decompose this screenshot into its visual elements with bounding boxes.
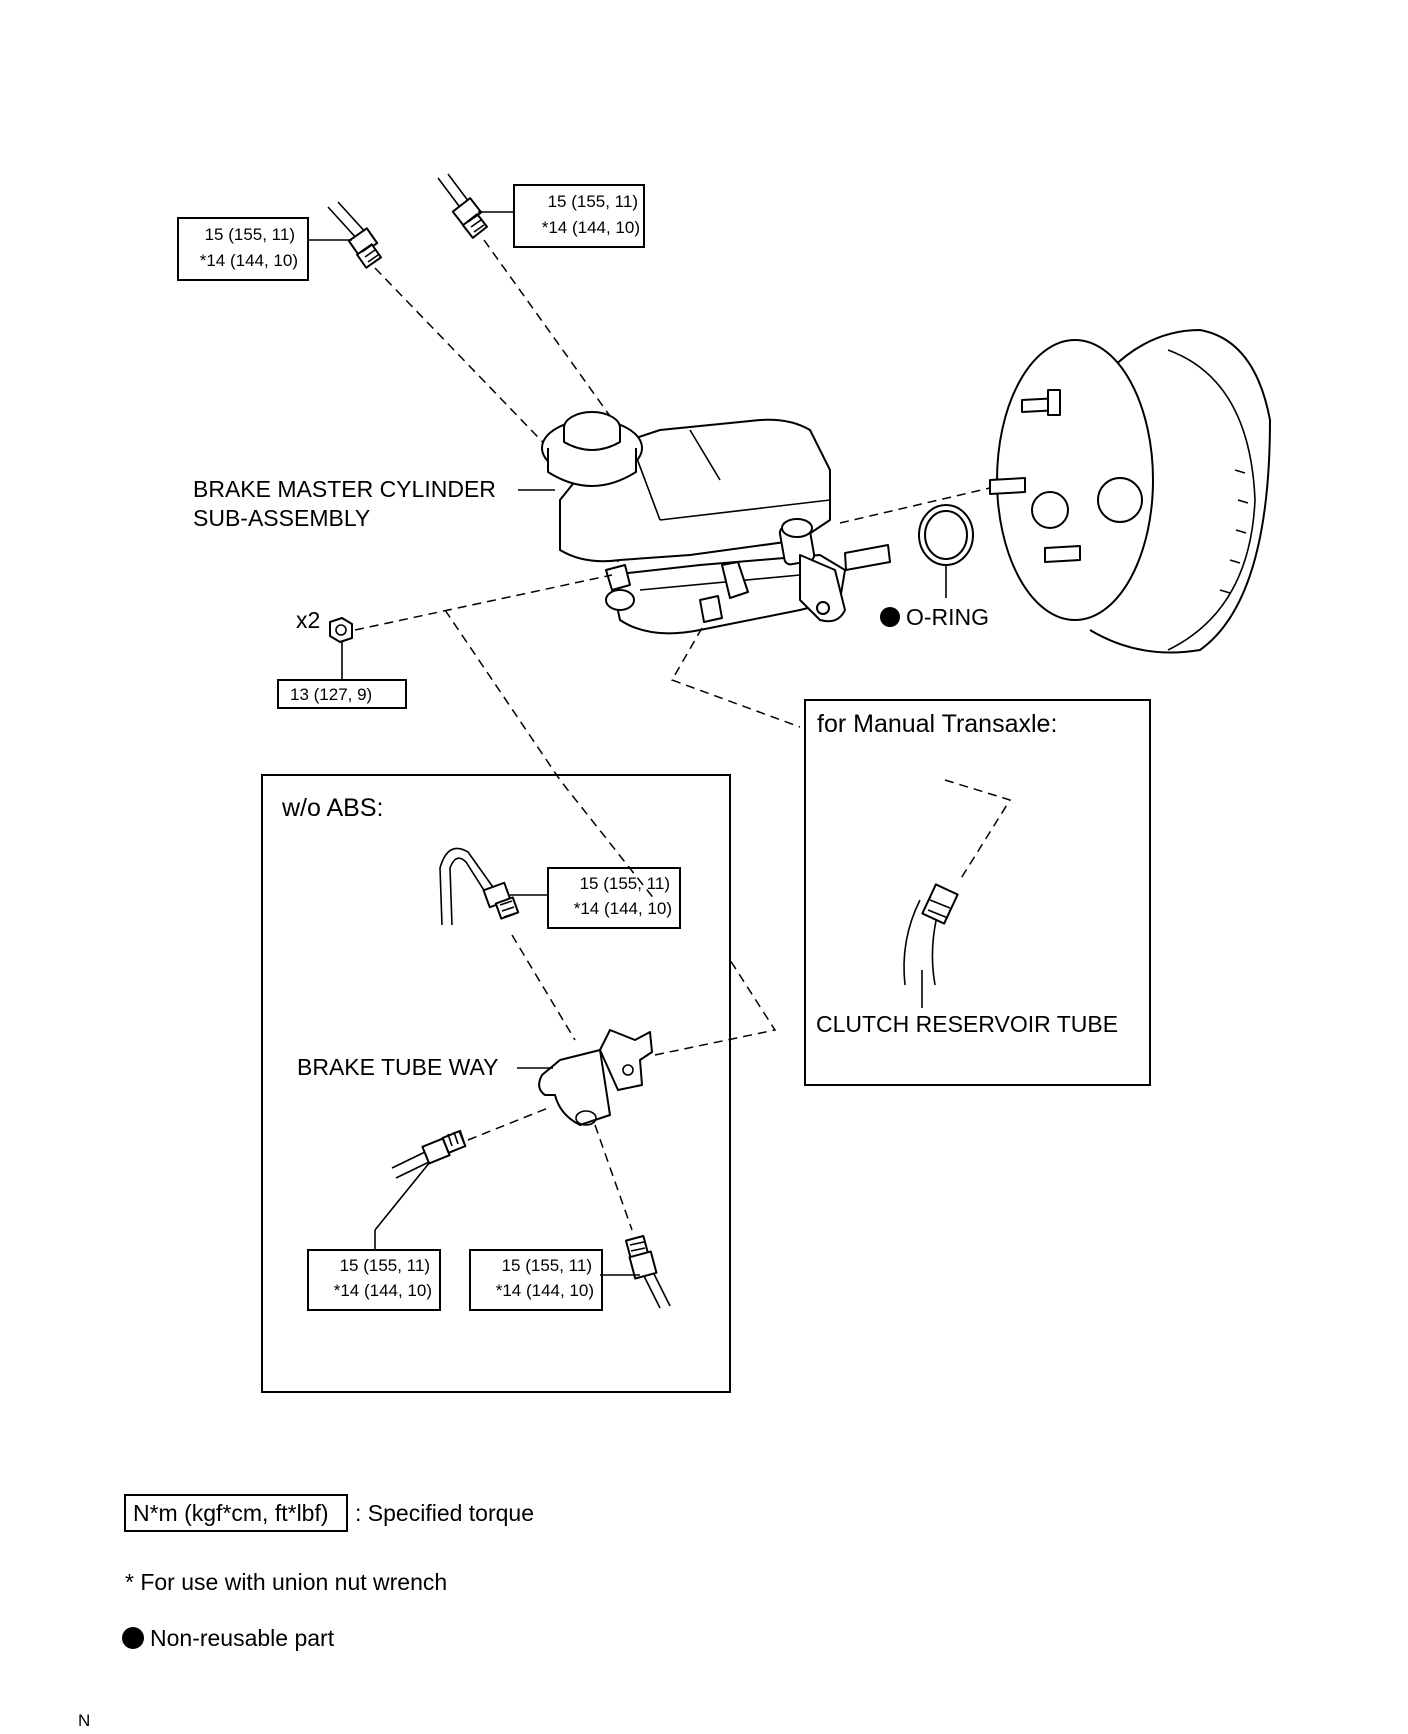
svg-text:15 (155, 11): 15 (155, 11) <box>502 1256 592 1275</box>
brake-tube-lower-right <box>594 1124 671 1309</box>
svg-text:*14 (144, 10): *14 (144, 10) <box>200 251 298 270</box>
svg-text:x2: x2 <box>296 607 320 633</box>
figure-code: N <box>78 1711 90 1730</box>
svg-text:for Manual Transaxle:: for Manual Transaxle: <box>817 710 1057 738</box>
manual-transaxle-box: for Manual Transaxle: CLUTCH RESERVOIR T… <box>804 699 1151 1086</box>
svg-text:w/o ABS:: w/o ABS: <box>281 794 383 822</box>
svg-text:BRAKE TUBE WAY: BRAKE TUBE WAY <box>297 1054 499 1080</box>
svg-text:15 (155, 11): 15 (155, 11) <box>580 874 670 893</box>
o-ring-label: O-RING <box>880 604 989 630</box>
without-abs-box: w/o ABS: 15 (155, 11) *14 (144, 10) BRAK… <box>261 774 777 1393</box>
svg-text:CLUTCH RESERVOIR TUBE: CLUTCH RESERVOIR TUBE <box>816 1011 1118 1037</box>
brake-tube-top-left <box>327 201 382 269</box>
svg-text:*14 (144, 10): *14 (144, 10) <box>334 1281 432 1300</box>
svg-text:*14 (144, 10): *14 (144, 10) <box>496 1281 594 1300</box>
svg-text:*14 (144, 10): *14 (144, 10) <box>542 218 640 237</box>
non-reusable-legend-dot-icon <box>122 1627 144 1649</box>
svg-text:Non-reusable part: Non-reusable part <box>150 1625 335 1651</box>
brake-tube-top-middle <box>437 173 489 239</box>
master-cylinder-label: BRAKE MASTER CYLINDER SUB-ASSEMBLY <box>193 476 555 531</box>
o-ring <box>918 504 974 598</box>
svg-text:BRAKE MASTER CYLINDER: BRAKE MASTER CYLINDER <box>193 476 496 502</box>
non-reusable-dot-icon <box>880 607 900 627</box>
svg-text:O-RING: O-RING <box>906 604 989 630</box>
svg-text:15 (155, 11): 15 (155, 11) <box>205 225 295 244</box>
svg-text:* For use with union nut wrenc: * For use with union nut wrench <box>125 1569 447 1595</box>
brake-tube-lower-left <box>391 1129 467 1179</box>
torque-box-top-left: 15 (155, 11) *14 (144, 10) <box>177 217 352 281</box>
legend: N*m (kgf*cm, ft*lbf) : Specified torque … <box>122 1494 534 1651</box>
brake-master-cylinder <box>541 411 891 635</box>
svg-text:15 (155, 11): 15 (155, 11) <box>548 192 638 211</box>
svg-text:SUB-ASSEMBLY: SUB-ASSEMBLY <box>193 505 370 531</box>
brake-tube-bent <box>439 847 520 926</box>
brake-booster <box>989 329 1271 654</box>
brake-tube-way <box>538 1029 653 1126</box>
flange-nut: x2 13 (127, 9) <box>277 607 407 709</box>
svg-text:: Specified torque: : Specified torque <box>355 1500 534 1526</box>
svg-text:*14 (144, 10): *14 (144, 10) <box>574 899 672 918</box>
svg-text:15 (155, 11): 15 (155, 11) <box>340 1256 430 1275</box>
svg-text:N*m (kgf*cm, ft*lbf): N*m (kgf*cm, ft*lbf) <box>133 1500 329 1526</box>
torque-box-top-middle: 15 (155, 11) *14 (144, 10) <box>478 184 645 248</box>
svg-text:13 (127, 9): 13 (127, 9) <box>290 685 372 704</box>
